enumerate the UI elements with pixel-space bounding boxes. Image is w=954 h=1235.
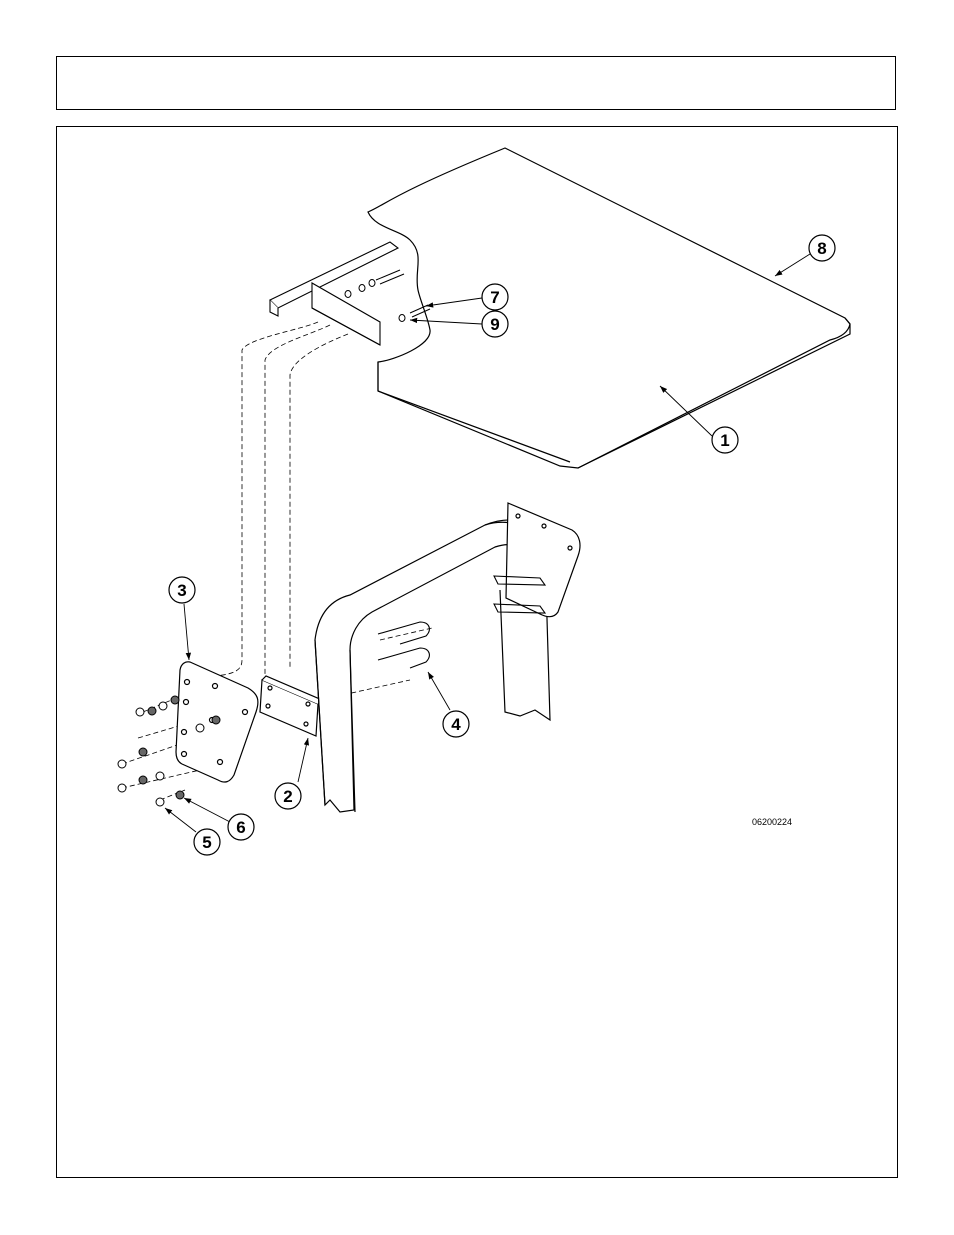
canopy-mount-channel (270, 242, 398, 345)
callout-8-label: 8 (817, 239, 826, 258)
callout-4-label: 4 (451, 715, 461, 734)
callout-7-label: 7 (490, 288, 499, 307)
callout-1-label: 1 (720, 431, 729, 450)
callout-5-label: 5 (202, 833, 211, 852)
canopy-part-1 (368, 148, 850, 468)
callout-3-label: 3 (177, 581, 186, 600)
callout-4: 4 (443, 711, 469, 737)
callout-1: 1 (712, 427, 738, 453)
backing-plate-part-2 (260, 676, 322, 736)
drawing-number: 06200224 (752, 817, 792, 827)
callout-3: 3 (169, 577, 195, 603)
callout-6: 6 (228, 814, 254, 840)
callout-5: 5 (194, 829, 220, 855)
callout-8: 8 (809, 235, 835, 261)
callout-9-label: 9 (490, 315, 499, 334)
callout-2: 2 (275, 783, 301, 809)
rops-rear-plate (506, 503, 580, 617)
callout-9: 9 (482, 311, 508, 337)
callout-2-label: 2 (283, 787, 292, 806)
callout-7: 7 (482, 284, 508, 310)
callout-6-label: 6 (236, 818, 245, 837)
